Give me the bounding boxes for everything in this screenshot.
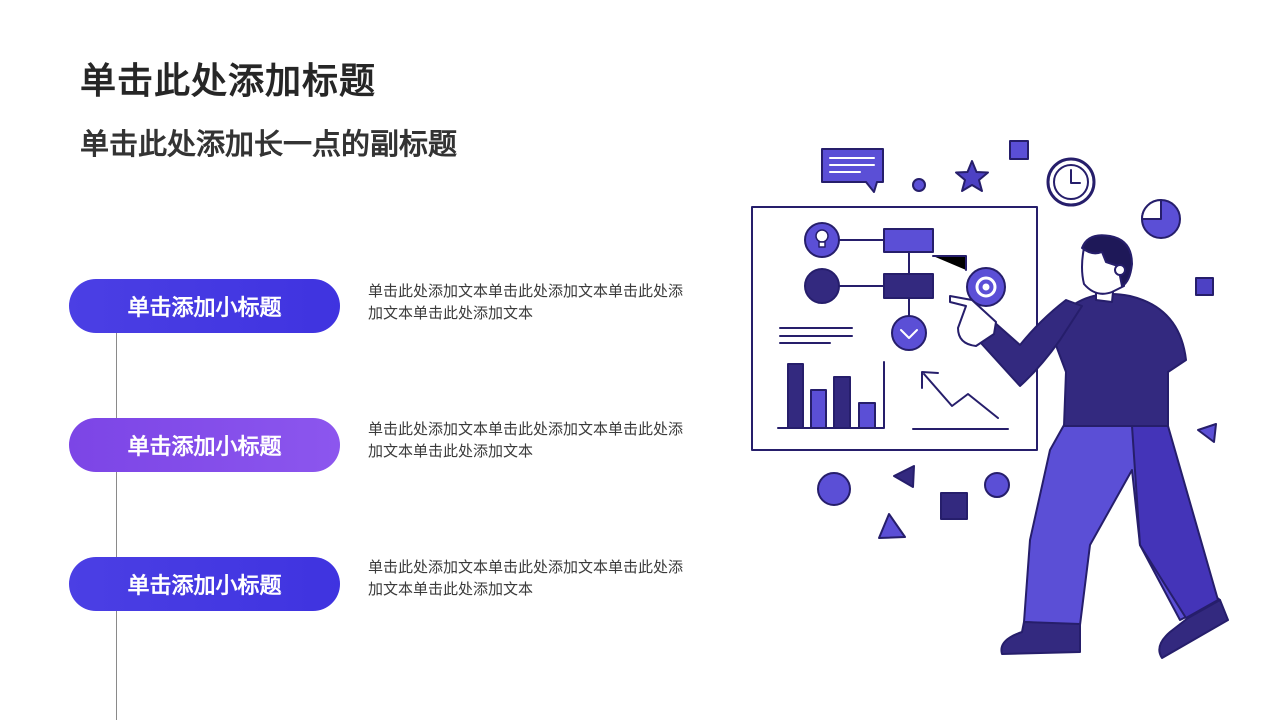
subtitle-pill-2[interactable]: 单击添加小标题 [69, 418, 340, 472]
subtitle-pill-1[interactable]: 单击添加小标题 [69, 279, 340, 333]
description-3: 单击此处添加文本单击此处添加文本单击此处添 加文本单击此处添加文本 [368, 556, 708, 600]
lightbulb-icon [804, 222, 840, 258]
chat-bubble-icon [821, 148, 884, 193]
timeline-line [116, 330, 117, 720]
triangle-shape [1197, 423, 1217, 443]
description-line: 加文本单击此处添加文本 [368, 442, 534, 460]
pie-chart-icon [1141, 199, 1181, 239]
check-circle-icon [891, 315, 927, 351]
page-title: 单击此处添加标题 [80, 61, 377, 102]
clock-icon [1046, 157, 1096, 207]
description-line: 加文本单击此处添加文本 [368, 580, 534, 598]
description-line: 加文本单击此处添加文本 [368, 304, 534, 322]
square-shape [1009, 140, 1029, 160]
square-shape [1195, 277, 1214, 296]
description-2: 单击此处添加文本单击此处添加文本单击此处添 加文本单击此处添加文本 [368, 418, 708, 462]
subtitle-pill-3[interactable]: 单击添加小标题 [69, 557, 340, 611]
description-line: 单击此处添加文本单击此处添加文本单击此处添 [368, 420, 684, 438]
gear-icon [966, 267, 1006, 307]
description-1: 单击此处添加文本单击此处添加文本单击此处添 加文本单击此处添加文本 [368, 280, 708, 324]
description-line: 单击此处添加文本单击此处添加文本单击此处添 [368, 282, 684, 300]
page-subtitle: 单击此处添加长一点的副标题 [80, 127, 458, 161]
bar-chart-icon [777, 361, 885, 429]
dot-shape [912, 178, 926, 192]
subtitle-pill-label: 单击添加小标题 [127, 296, 282, 321]
person-figure [949, 234, 1229, 659]
subtitle-pill-label: 单击添加小标题 [127, 574, 282, 599]
subtitle-pill-label: 单击添加小标题 [127, 435, 282, 460]
star-icon [955, 160, 989, 192]
business-person-illustration [751, 140, 1229, 659]
description-line: 单击此处添加文本单击此处添加文本单击此处添 [368, 558, 684, 576]
trend-arrow-icon [912, 371, 1009, 430]
